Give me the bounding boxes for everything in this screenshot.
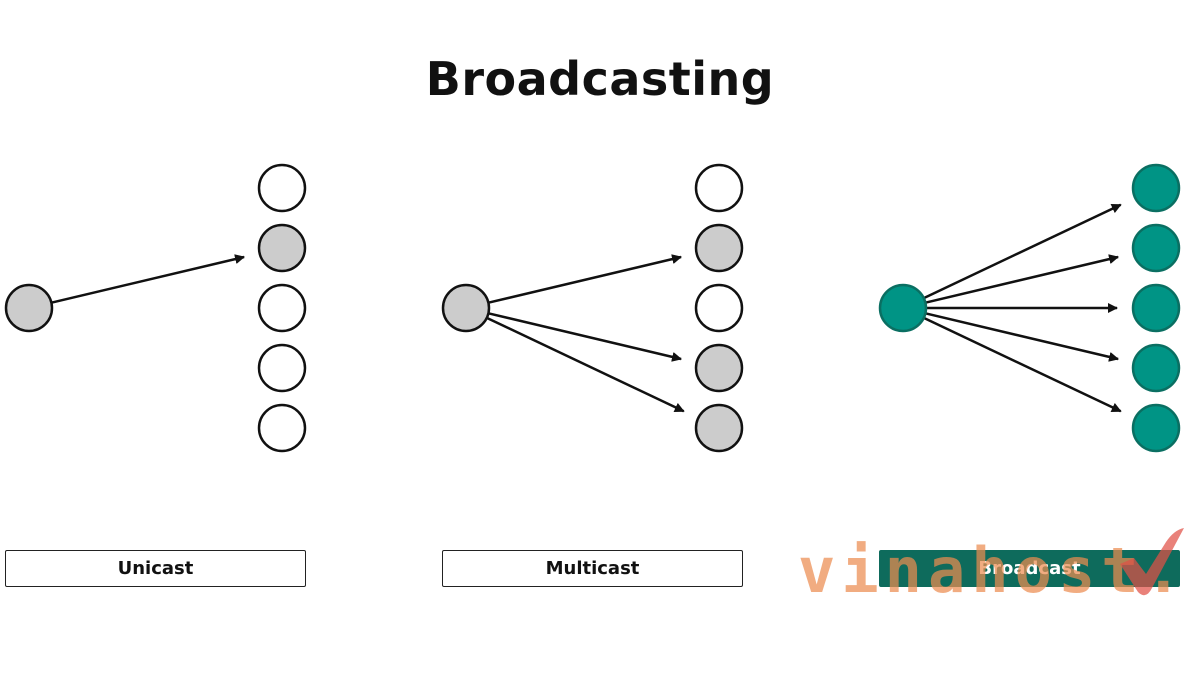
broadcast-label[interactable]: Broadcast: [879, 550, 1180, 587]
multicast-receiver-node-2: [694, 283, 744, 333]
unicast-receiver-node-4: [257, 403, 307, 453]
unicast-receiver-node-3: [257, 343, 307, 393]
page-title: Broadcasting: [425, 52, 775, 106]
unicast-receiver-node-0: [257, 163, 307, 213]
broadcast-arrow-3: [925, 312, 1120, 362]
broadcast-arrow-0: [923, 203, 1122, 300]
unicast-source-node: [4, 283, 54, 333]
unicast-receiver-node-1: [257, 223, 307, 273]
multicast-receiver-node-1: [694, 223, 744, 273]
unicast-arrow-1: [51, 254, 246, 304]
multicast-arrow-1: [488, 254, 683, 304]
multicast-receiver-node-4: [694, 403, 744, 453]
broadcast-arrow-1: [925, 254, 1120, 304]
broadcast-receiver-node-0: [1131, 163, 1181, 213]
broadcast-receiver-node-3: [1131, 343, 1181, 393]
multicast-label[interactable]: Multicast: [442, 550, 743, 587]
unicast-label[interactable]: Unicast: [5, 550, 306, 587]
broadcast-receiver-node-2: [1131, 283, 1181, 333]
unicast-receiver-node-2: [257, 283, 307, 333]
broadcast-receiver-node-1: [1131, 223, 1181, 273]
broadcast-arrow-4: [923, 316, 1122, 413]
broadcast-receiver-node-4: [1131, 403, 1181, 453]
multicast-source-node: [441, 283, 491, 333]
multicast-arrow-4: [486, 316, 685, 413]
broadcast-source-node: [878, 283, 928, 333]
multicast-receiver-node-0: [694, 163, 744, 213]
multicast-receiver-node-3: [694, 343, 744, 393]
multicast-arrow-3: [488, 312, 683, 362]
